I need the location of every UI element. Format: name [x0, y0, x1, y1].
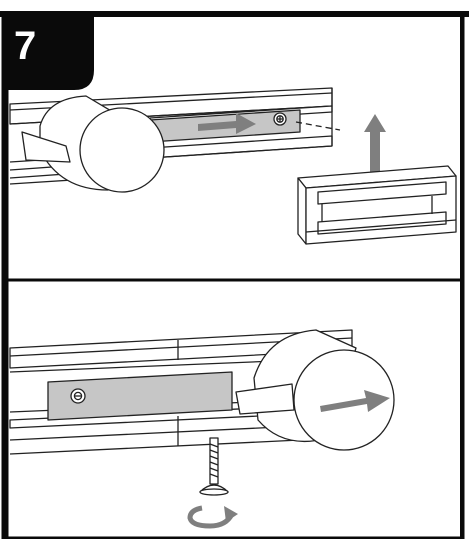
bottom-panel [9, 329, 395, 496]
slide-right-arrow [198, 113, 256, 134]
step-number: 7 [14, 24, 37, 68]
loose-bracket-piece [297, 165, 457, 245]
step-badge [7, 14, 94, 90]
bottom-end-cap [235, 329, 395, 451]
top-screw-icon [273, 112, 287, 126]
push-right-arrow [320, 390, 390, 412]
rotate-arrow-icon [187, 505, 238, 529]
bottom-screw-icon [70, 388, 86, 404]
bolt-icon [199, 437, 229, 496]
top-end-cap [21, 95, 165, 193]
bottom-connector-bracket [47, 371, 233, 421]
top-panel [9, 87, 341, 193]
alignment-dashed-line [295, 121, 341, 131]
lift-up-arrow [364, 114, 386, 176]
